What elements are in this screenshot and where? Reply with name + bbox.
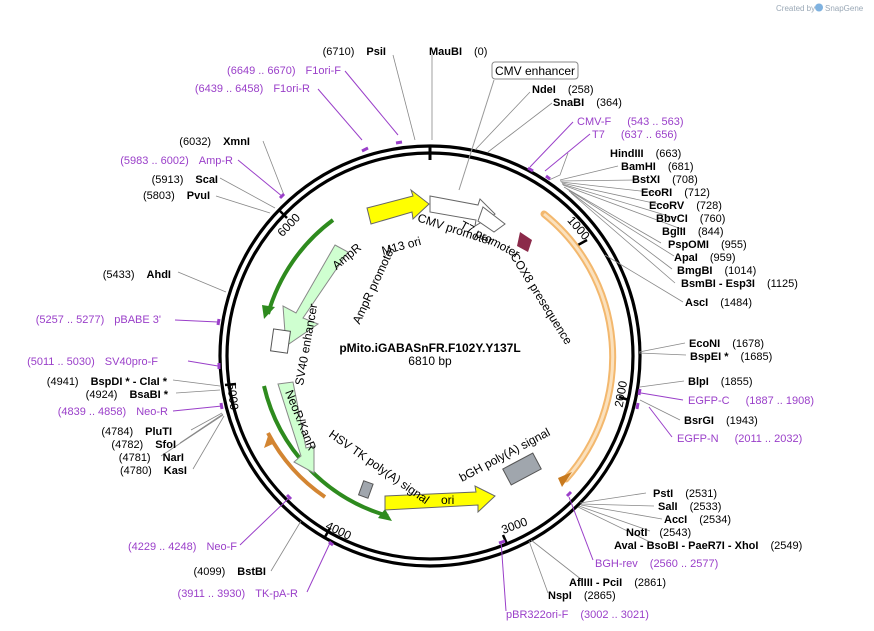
site-bstXI: BstXI(708) [632,174,698,186]
bgh-feature[interactable] [502,452,542,486]
site-pvuI: (5803)PvuI [143,190,210,202]
neor-feature[interactable] [277,381,315,474]
ampr-outer-arc [266,218,335,315]
hsv-tk-feature[interactable] [357,480,374,499]
site-narI: (4781)NarI [119,452,184,464]
ampr-feature[interactable] [282,244,349,347]
cox8-feature[interactable] [517,232,532,252]
snapgene-logo-icon [815,3,823,12]
scale-ticks [224,209,630,545]
primer-neo-r: (4839 .. 4858)Neo-R [58,406,168,418]
plasmid-name: pMito.iGABASnFR.F102Y.Y137L [339,341,520,355]
site-psiI: (6710)PsiI [323,46,386,58]
sv40-enhancer-feature[interactable] [269,328,292,354]
egfp-arrowhead [558,472,572,487]
site-avaI-group: AvaI - BsoBI - PaeR7I - XhoI(2549) [614,540,802,552]
ampr-outer-arrowhead [262,305,275,319]
site-bsaBI: (4924)BsaBI * [86,389,169,401]
primer-egfp-n: EGFP-N(2011 .. 2032) [677,433,802,445]
cmv-enhancer-leader [458,79,495,191]
neor-outer-arrowhead [378,509,392,521]
primer-pbabe-3: (5257 .. 5277)pBABE 3' [36,314,161,326]
site-ascI: AscI(1484) [685,297,752,309]
primer-pbr322ori-f: pBR322ori-F(3002 .. 3021) [506,609,649,621]
site-scaI: (5913)ScaI [152,174,218,186]
primer-amp-r: (5983 .. 6002)Amp-R [120,155,233,167]
site-ecoNI: EcoNI(1678) [689,338,764,350]
neo-orange-arc [266,432,327,499]
site-ahdI: (5433)AhdI [103,269,171,281]
leader-lines [160,54,687,594]
site-bmgBI: BmgBI(1014) [677,265,756,277]
site-ecoRV: EcoRV(728) [649,200,722,212]
tick-label-5000: 5000 [224,383,241,412]
site-mauBI: MauBI(0) [429,46,487,58]
site-snaBI: SnaBI(364) [553,97,622,109]
site-sfoI: (4782)SfoI [111,439,176,451]
site-bglII: BglII(844) [662,226,724,238]
primer-sv40pro-f: (5011 .. 5030)SV40pro-F [27,356,158,368]
primer-neo-f: (4229 .. 4248)Neo-F [128,541,237,553]
credit-prefix: Created by [776,4,815,13]
site-pluTI: (4784)PluTI [101,426,172,438]
site-bbvCI: BbvCI(760) [656,213,725,225]
site-bsmBI-esp3I: BsmBI - Esp3I(1125) [681,278,798,290]
site-nspI: NspI(2865) [548,590,616,602]
site-blpI: BlpI(1855) [688,376,753,388]
site-kasI: (4780)KasI [120,465,187,477]
primer-cmv-f: CMV-F(543 .. 563) [577,116,684,128]
site-bamHI: BamHI(681) [621,161,694,173]
primer-f1ori-r: (6439 .. 6458)F1ori-R [195,83,310,95]
primer-t7: T7(637 .. 656) [592,129,677,141]
site-pstI: PstI(2531) [653,488,717,500]
site-bspEI: BspEI *(1685) [690,351,772,363]
tick-label-2000: 2000 [612,379,630,408]
bgh-label: bGH poly(A) signal [457,425,553,485]
site-notI: NotI(2543) [626,527,691,539]
site-salI: SalI(2533) [658,501,721,513]
site-bsrGI: BsrGI(1943) [684,415,758,427]
site-hindIII: HindIII(663) [610,148,681,160]
cmv-enhancer-label: CMV enhancer [495,64,575,78]
site-ndeI: NdeI(258) [532,84,594,96]
plasmid-length: 6810 bp [408,354,452,368]
site-apaI: ApaI(959) [674,252,736,264]
site-aflIII-pciI: AflIII - PciI(2861) [569,577,666,589]
site-bstBI: (4099)BstBI [193,566,266,578]
tick-label-6000: 6000 [274,210,303,239]
site-bspDI-claI: (4941)BspDI * - ClaI * [47,376,168,388]
primer-tk-pa-r: (3911 .. 3930)TK-pA-R [178,588,299,600]
ori-label: ori [441,493,454,507]
site-ecoRI: EcoRI(712) [641,187,710,199]
cmv-enhancer-box[interactable] [491,61,579,80]
credit-brand: SnapGene [825,4,864,13]
primer-leader-lines [172,70,684,612]
site-accI: AccI(2534) [664,514,731,526]
cox8-label: COX8 presequence [507,250,575,347]
site-pspOMI: PspOMI(955) [668,239,747,251]
neo-orange-arrowhead [264,436,275,448]
t7-promoter-feature[interactable] [477,206,506,233]
site-xmnI: (6032)XmnI [179,136,250,148]
ori-feature[interactable] [384,485,496,514]
primer-egfp-c: EGFP-C(1887 .. 1908) [688,395,814,407]
m13-ori-feature[interactable] [366,188,430,225]
primer-f1ori-f: (6649 .. 6670)F1ori-F [227,65,341,77]
egfp-arc-inner [543,212,615,480]
tick-label-3000: 3000 [499,514,529,536]
primer-marks [216,140,642,547]
egfp-arc [540,210,617,483]
primer-bgh-rev: BGH-rev(2560 .. 2577) [595,558,718,570]
